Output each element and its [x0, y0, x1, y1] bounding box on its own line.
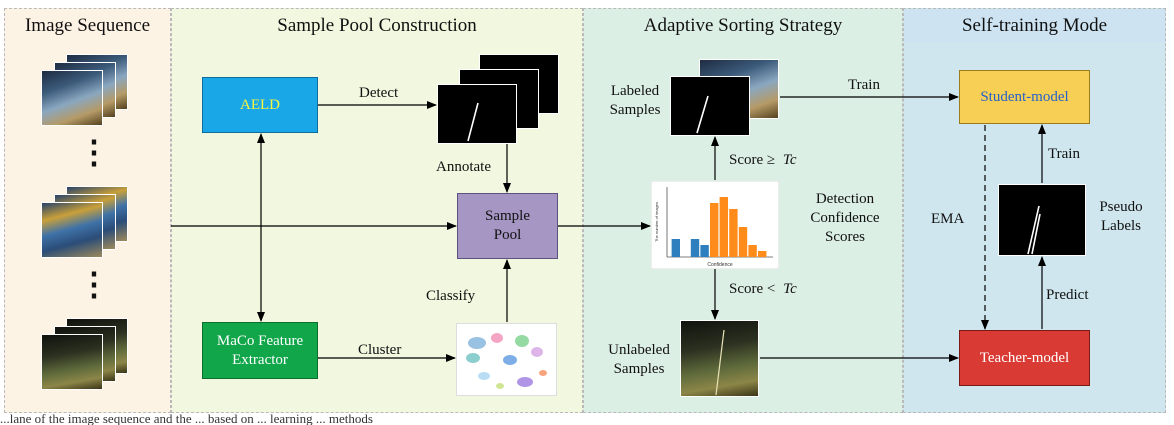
pseudo-labels-label: Pseudo Labels	[1090, 198, 1152, 236]
maco-label-line1: MaCo Feature	[216, 332, 304, 349]
lane-mask-thumbnail	[670, 76, 750, 136]
teacher-model-node[interactable]: Teacher-model	[959, 330, 1090, 386]
pseudo-label-line1: Pseudo	[1099, 199, 1143, 215]
road-frame-thumbnail	[41, 334, 103, 390]
threshold-tc-lower: Tc	[783, 281, 797, 297]
road-frame-thumbnail	[41, 202, 103, 258]
threshold-tc-upper: Tc	[782, 152, 797, 168]
histogram-bar	[700, 245, 709, 257]
labeled-samples-label: Labeled Samples	[600, 82, 670, 120]
score-lt-text: Score <	[729, 281, 776, 297]
unlabeled-lane-line	[715, 329, 725, 396]
panel-title-adaptive-sorting-strategy: Adaptive Sorting Strategy	[643, 15, 843, 36]
unlabeled-label-line2: Samples	[613, 361, 665, 377]
sample-pool-label-line1: Sample	[485, 208, 530, 224]
edge-label-train-top: Train	[848, 77, 880, 93]
histogram-bar	[758, 251, 767, 257]
edge-label-detect: Detect	[359, 85, 399, 101]
unlabeled-sample-thumbnail	[680, 320, 759, 397]
edge-label-classify: Classify	[426, 288, 476, 304]
histogram-ylabel: The number of images	[654, 202, 659, 242]
aeld-node[interactable]: AELD	[202, 77, 318, 133]
histogram-bar	[729, 209, 738, 257]
conf-label-line3: Scores	[825, 229, 865, 245]
histogram-bar	[719, 197, 728, 257]
unlabeled-samples-label: Unlabeled Samples	[598, 341, 680, 379]
histogram-bar	[690, 239, 700, 257]
student-model-node[interactable]: Student-model	[959, 70, 1090, 124]
sequence-dots-lower: ⋮	[78, 266, 110, 302]
histogram-bar	[748, 245, 757, 257]
road-frame-thumbnail	[41, 70, 103, 126]
lane-mask-thumbnail	[437, 84, 517, 144]
sequence-dots-upper: ⋮	[78, 134, 110, 170]
histogram-bar	[671, 239, 680, 257]
edge-label-cluster: Cluster	[358, 342, 402, 358]
histogram-bar	[738, 227, 748, 257]
score-ge-label: Score ≥ Tc	[729, 151, 797, 170]
caption-fragment: ...lane of the image sequence and the ..…	[0, 412, 560, 425]
lane-lines	[467, 95, 1041, 255]
pseudo-label-line2: Labels	[1101, 218, 1141, 234]
panel-title-sample-pool-construction: Sample Pool Construction	[277, 15, 477, 36]
student-model-label: Student-model	[980, 88, 1069, 105]
edge-label-predict: Predict	[1046, 287, 1089, 303]
labeled-label-line2: Samples	[609, 102, 661, 118]
unlabeled-label-line1: Unlabeled	[608, 342, 670, 358]
panel-title-image-sequence: Image Sequence	[24, 15, 151, 36]
aeld-label: AELD	[240, 96, 280, 113]
maco-feature-extractor-node[interactable]: MaCo Feature Extractor	[202, 322, 318, 379]
maco-label-line2: Extractor	[232, 351, 288, 368]
labeled-label-line1: Labeled	[610, 83, 660, 99]
pseudo-label-mask	[998, 184, 1086, 256]
edge-label-annotate: Annotate	[436, 159, 491, 175]
conf-label-line1: Detection	[815, 191, 875, 207]
teacher-model-label: Teacher-model	[979, 349, 1070, 366]
detection-confidence-scores-label: Detection Confidence Scores	[790, 190, 900, 247]
score-lt-label: Score < Tc	[729, 280, 797, 299]
caption-fragment-text: ...lane of the image sequence and the ..…	[0, 412, 373, 425]
panel-title-self-training-mode: Self-training Mode	[904, 9, 1165, 42]
cluster-points	[466, 333, 547, 389]
histogram-xlabel: Confidence	[707, 262, 733, 268]
edge-label-train-right: Train	[1048, 146, 1080, 162]
edge-label-ema: EMA	[931, 211, 965, 227]
score-ge-text: Score ≥	[729, 152, 776, 168]
conf-label-line2: Confidence	[810, 210, 880, 226]
sample-pool-node[interactable]: Sample Pool	[457, 193, 558, 259]
confidence-histogram-icon: Confidence The number of images	[651, 181, 779, 269]
histogram-bars	[671, 197, 767, 257]
histogram-bar	[710, 203, 719, 257]
sample-pool-label-line2: Pool	[493, 227, 522, 243]
